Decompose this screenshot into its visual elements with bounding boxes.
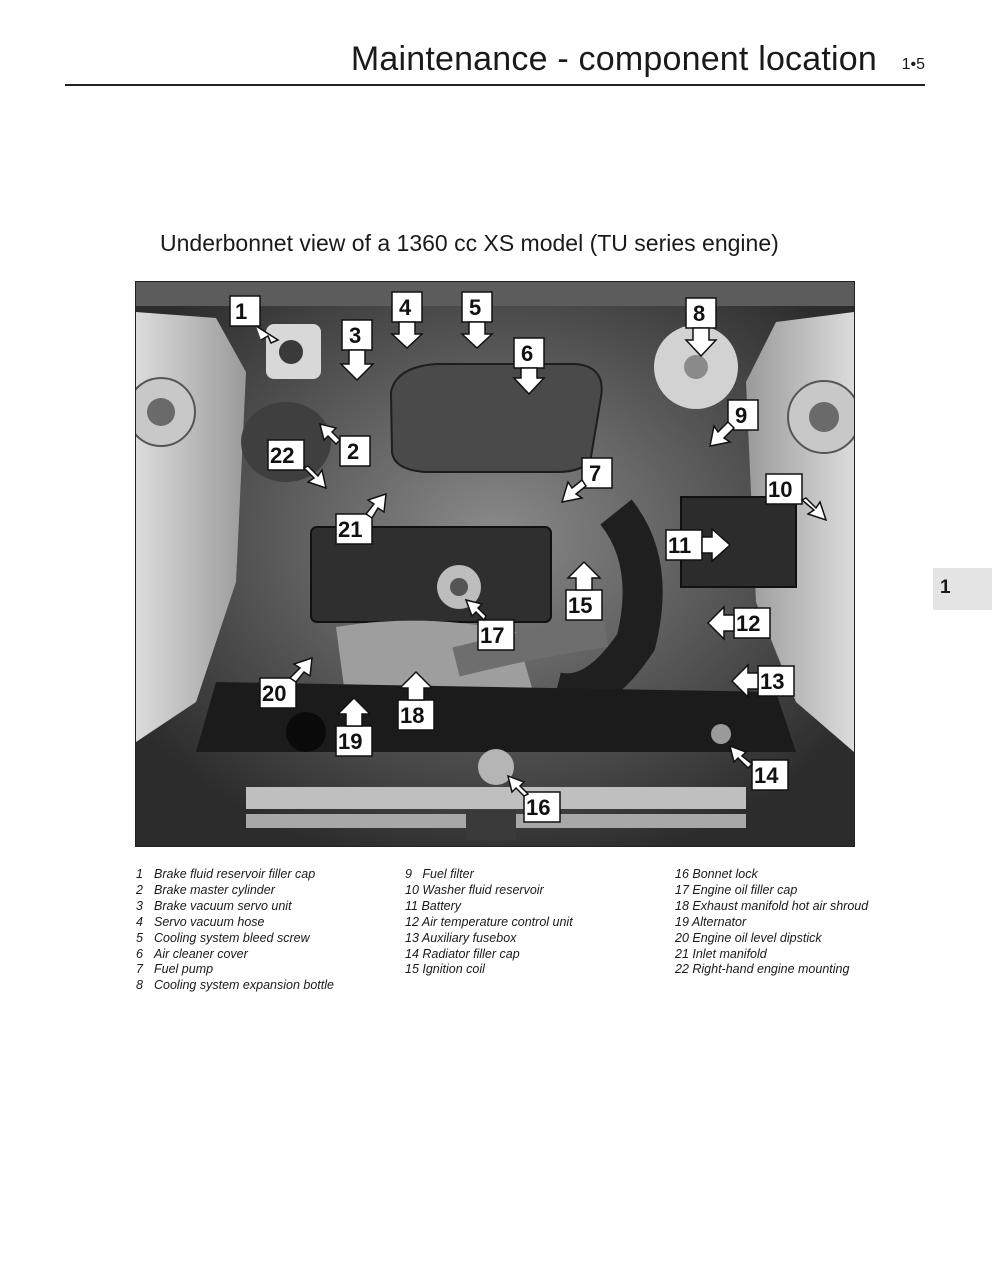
page-title: Maintenance - component location <box>350 40 877 78</box>
label-10: 10 <box>765 473 828 522</box>
svg-text:4: 4 <box>399 295 412 320</box>
legend-item: 18 Exhaust manifold hot air shroud <box>675 898 869 913</box>
svg-text:7: 7 <box>589 461 601 486</box>
svg-text:22: 22 <box>270 443 294 468</box>
svg-text:3: 3 <box>349 323 361 348</box>
svg-text:2: 2 <box>347 439 359 464</box>
label-12: 12 <box>706 605 771 641</box>
svg-text:10: 10 <box>768 477 792 502</box>
label-13: 13 <box>730 663 795 699</box>
label-2: 2 <box>318 422 371 467</box>
svg-text:15: 15 <box>568 593 592 618</box>
label-18: 18 <box>397 670 435 731</box>
chapter-tab: 1 <box>933 568 992 610</box>
svg-text:9: 9 <box>735 403 747 428</box>
label-8: 8 <box>684 297 718 358</box>
engine-bay-photo: 1 3 4 5 6 <box>135 281 855 847</box>
svg-text:13: 13 <box>760 669 784 694</box>
label-15: 15 <box>565 560 603 621</box>
legend-item: 20 Engine oil level dipstick <box>675 930 822 945</box>
legend-item: 10 Washer fluid reservoir <box>405 882 544 897</box>
svg-text:19: 19 <box>338 729 362 754</box>
figure-caption: Underbonnet view of a 1360 cc XS model (… <box>160 230 779 256</box>
svg-text:18: 18 <box>400 703 424 728</box>
legend-item: 19 Alternator <box>675 914 747 929</box>
photo-labels: 1 3 4 5 6 <box>229 291 828 823</box>
svg-text:17: 17 <box>480 623 504 648</box>
engine-bay-illustration: 1 3 4 5 6 <box>136 282 854 846</box>
legend-column-2: 9 Fuel filter 10 Washer fluid reservoir … <box>405 867 573 978</box>
svg-text:6: 6 <box>521 341 533 366</box>
legend-item: 12 Air temperature control unit <box>405 914 573 929</box>
label-7: 7 <box>560 457 613 503</box>
legend-item: 17 Engine oil filler cap <box>675 882 798 897</box>
page-header: Maintenance - component location 1•5 <box>65 38 925 86</box>
label-14: 14 <box>728 744 789 791</box>
legend-item: 21 Inlet manifold <box>675 946 767 961</box>
label-19: 19 <box>335 696 373 757</box>
legend-item: 15 Ignition coil <box>405 962 485 977</box>
svg-text:20: 20 <box>262 681 286 706</box>
legend-item: 14 Radiator filler cap <box>405 946 520 961</box>
svg-text:11: 11 <box>668 533 691 558</box>
label-22: 22 <box>267 439 328 490</box>
legend-item: 13 Auxiliary fusebox <box>405 930 517 945</box>
svg-text:21: 21 <box>338 517 362 542</box>
svg-text:5: 5 <box>469 295 481 320</box>
svg-text:14: 14 <box>754 763 779 788</box>
legend-item: 11 Battery <box>405 898 462 913</box>
label-16: 16 <box>506 774 561 823</box>
label-9: 9 <box>709 399 759 447</box>
svg-text:12: 12 <box>736 611 760 636</box>
legend-column-3: 16 Bonnet lock 17 Engine oil filler cap … <box>675 867 868 978</box>
label-6: 6 <box>512 337 546 396</box>
chapter-number: 1 <box>940 577 951 598</box>
page-number: 1•5 <box>901 56 925 73</box>
legend-item: 22 Right-hand engine mounting <box>675 962 850 977</box>
legend-item: 16 Bonnet lock <box>675 867 758 881</box>
label-3: 3 <box>339 319 375 382</box>
svg-text:8: 8 <box>693 301 705 326</box>
label-5: 5 <box>460 291 494 350</box>
label-1: 1 <box>229 295 280 344</box>
svg-text:1: 1 <box>235 299 247 324</box>
label-17: 17 <box>464 598 515 651</box>
label-20: 20 <box>259 656 313 709</box>
label-11: 11 <box>665 527 732 563</box>
legend-item: 9 Fuel filter <box>405 867 474 881</box>
label-21: 21 <box>335 492 387 545</box>
svg-text:16: 16 <box>526 795 550 820</box>
label-4: 4 <box>390 291 424 350</box>
